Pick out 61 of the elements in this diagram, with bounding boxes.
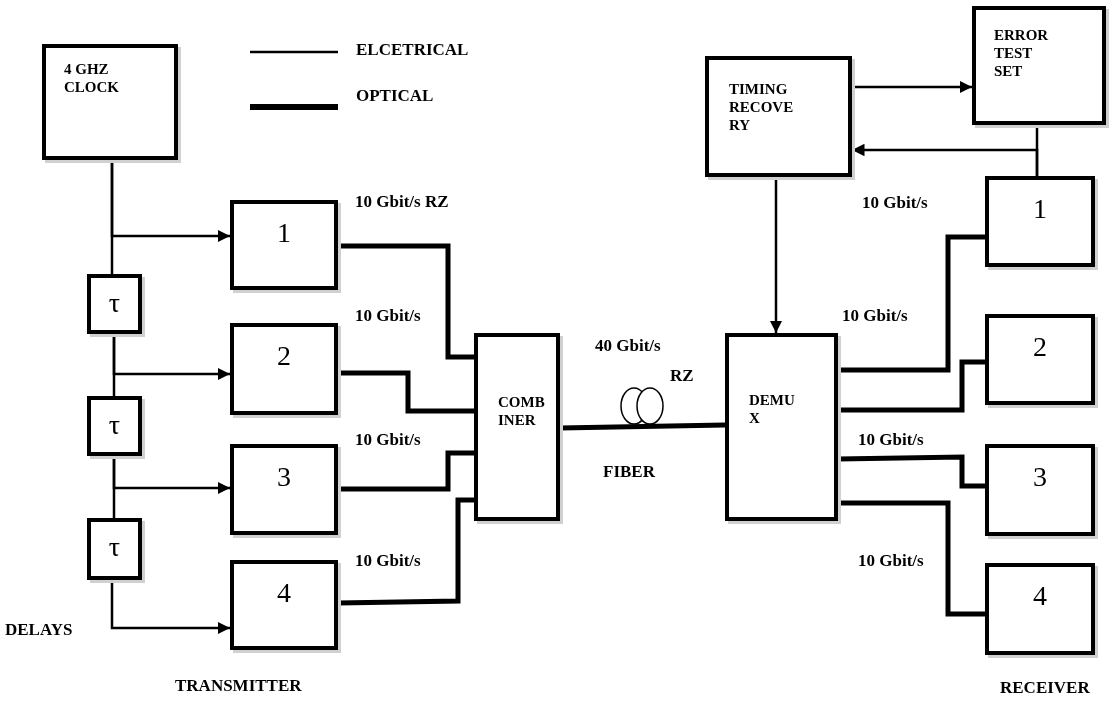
block-number: 4 xyxy=(1032,581,1048,611)
block-label: ERROR TEST SET xyxy=(994,26,1050,80)
block-number: 1 xyxy=(276,218,292,248)
block-number: τ xyxy=(107,532,122,562)
block-box xyxy=(230,444,338,535)
block-box xyxy=(705,56,852,177)
block-box xyxy=(972,6,1106,125)
block-box xyxy=(230,560,338,650)
text-label: TRANSMITTER xyxy=(175,676,302,696)
optical-line xyxy=(838,500,985,617)
block-box xyxy=(230,323,338,415)
block-number: τ xyxy=(107,410,122,440)
block-number: 4 xyxy=(276,578,292,608)
text-label: 10 Gbit/s xyxy=(355,551,421,571)
text-label: 10 Gbit/s xyxy=(858,551,924,571)
text-label: 10 Gbit/s xyxy=(862,193,928,213)
block-number: 3 xyxy=(276,462,292,492)
electrical-line xyxy=(112,334,230,381)
block-number: 2 xyxy=(276,341,292,371)
legend-label: OPTICAL xyxy=(356,86,434,106)
text-label: 10 Gbit/s RZ xyxy=(355,192,449,212)
optical-line xyxy=(838,234,985,373)
block-box xyxy=(87,518,142,580)
text-label: 10 Gbit/s xyxy=(355,306,421,326)
optical-line xyxy=(338,450,474,492)
electrical-line xyxy=(110,580,230,635)
text-label: 10 Gbit/s xyxy=(355,430,421,450)
block-label: 4 GHZ CLOCK xyxy=(64,60,120,96)
block-box xyxy=(985,176,1095,267)
text-label: RZ xyxy=(670,366,694,386)
block-label: DEMU X xyxy=(749,391,796,427)
block-box xyxy=(985,563,1095,655)
legend-label: ELCETRICAL xyxy=(356,40,469,60)
block-box xyxy=(230,200,338,290)
optical-line xyxy=(338,370,474,414)
text-label: 10 Gbit/s xyxy=(842,306,908,326)
block-box xyxy=(725,333,838,521)
block-number: 1 xyxy=(1032,194,1048,224)
text-label: DELAYS xyxy=(5,620,73,640)
text-label: 10 Gbit/s xyxy=(858,430,924,450)
block-box xyxy=(985,314,1095,405)
electrical-line xyxy=(852,80,972,94)
block-box xyxy=(42,44,178,160)
block-box xyxy=(474,333,560,521)
block-box xyxy=(87,274,142,334)
text-label: 40 Gbit/s xyxy=(595,336,661,356)
block-number: 2 xyxy=(1032,332,1048,362)
electrical-line xyxy=(769,177,783,333)
block-number: τ xyxy=(107,288,122,318)
block-number: 3 xyxy=(1032,462,1048,492)
text-label: FIBER xyxy=(603,462,655,482)
electrical-line xyxy=(110,160,230,243)
block-box xyxy=(87,396,142,456)
optical-line xyxy=(338,243,474,360)
electrical-line xyxy=(852,143,1039,176)
optical-line xyxy=(838,359,985,413)
block-label: COMB INER xyxy=(498,393,546,429)
electrical-line xyxy=(112,456,230,495)
block-box xyxy=(985,444,1095,536)
block-label: TIMING RECOVE RY xyxy=(729,80,795,134)
text-label: RECEIVER xyxy=(1000,678,1090,698)
